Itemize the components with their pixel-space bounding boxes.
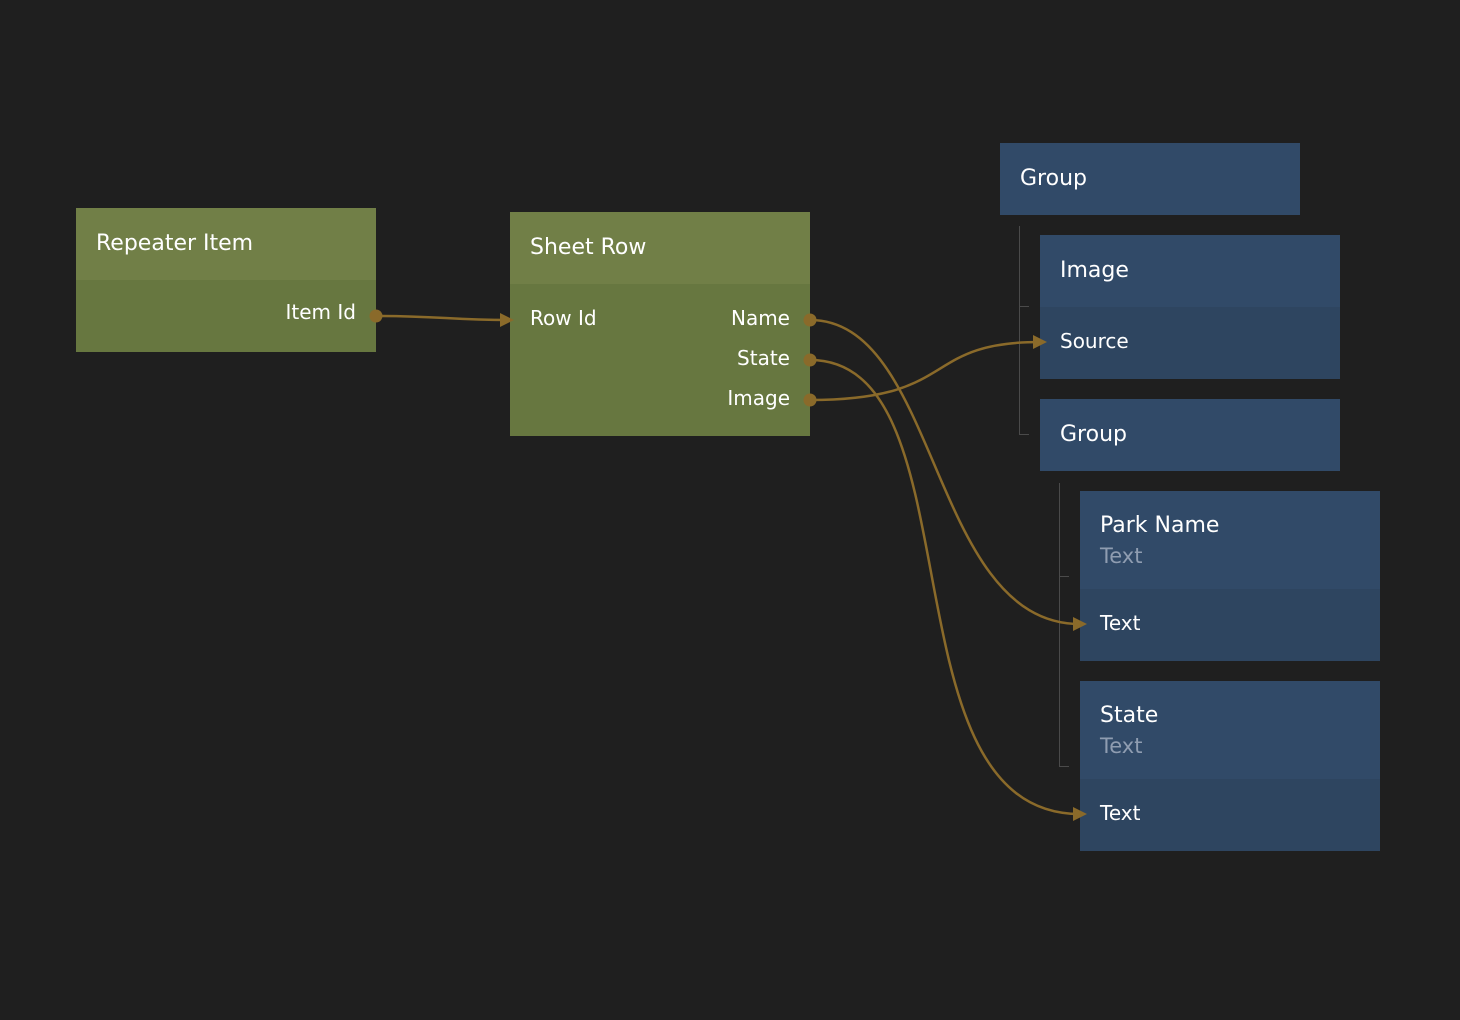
node-type-label: Text xyxy=(1100,544,1143,568)
port-label-text[interactable]: Text xyxy=(1100,801,1141,825)
node-title: Group xyxy=(1040,399,1340,471)
node-park-name[interactable]: Park Name Text Text xyxy=(1080,491,1380,661)
node-image[interactable]: Image Source xyxy=(1040,235,1340,379)
node-title: Image xyxy=(1040,235,1340,307)
port-label-image[interactable]: Image xyxy=(727,386,790,410)
node-title: Group xyxy=(1000,143,1300,215)
node-group-root[interactable]: Group xyxy=(1000,143,1300,215)
node-state[interactable]: State Text Text xyxy=(1080,681,1380,851)
node-group-child[interactable]: Group xyxy=(1040,399,1340,471)
tree-tick-state xyxy=(1059,766,1069,767)
node-title: Repeater Item xyxy=(76,208,376,280)
node-type-label: Text xyxy=(1100,734,1143,758)
tree-tick-group-child xyxy=(1019,434,1029,435)
port-label-row-id[interactable]: Row Id xyxy=(530,306,597,330)
node-title: State xyxy=(1100,703,1159,728)
port-label-source[interactable]: Source xyxy=(1060,329,1129,353)
tree-tick-park-name xyxy=(1059,576,1069,577)
port-label-state[interactable]: State xyxy=(737,346,790,370)
port-label-text[interactable]: Text xyxy=(1100,611,1141,635)
node-repeater-item[interactable]: Repeater Item Item Id xyxy=(76,208,376,352)
tree-line-group-child xyxy=(1059,483,1060,766)
node-title: Park Name xyxy=(1100,513,1220,538)
port-label-name[interactable]: Name xyxy=(730,306,790,330)
wire-item-id-to-row-id xyxy=(375,314,511,322)
node-title: Sheet Row xyxy=(510,212,810,284)
wire-image-to-source xyxy=(809,340,1041,402)
port-label-item-id[interactable]: Item Id xyxy=(285,300,356,324)
node-sheet-row[interactable]: Sheet Row Row Id Name State Image xyxy=(510,212,810,436)
tree-line-group-root xyxy=(1019,226,1020,435)
tree-tick-image xyxy=(1019,306,1029,307)
